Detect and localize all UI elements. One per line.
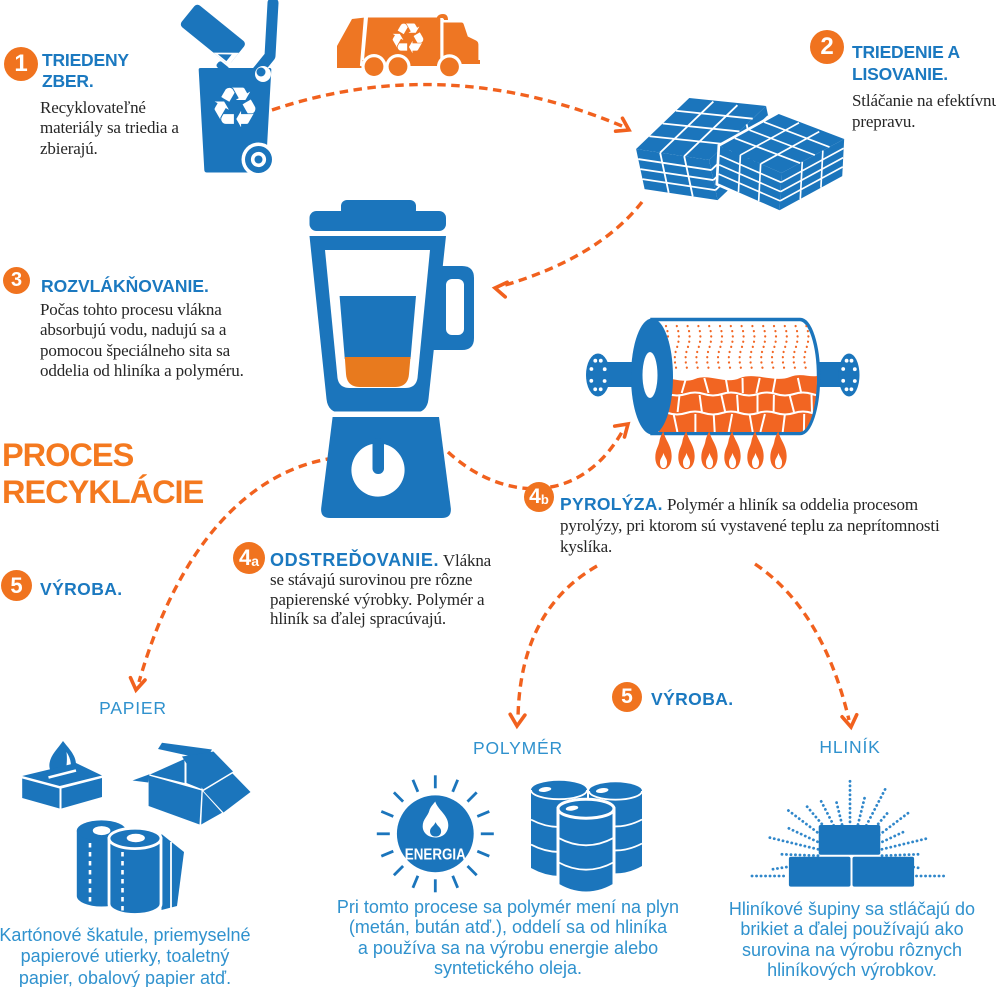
svg-text:ENERGIA: ENERGIA bbox=[405, 847, 466, 864]
